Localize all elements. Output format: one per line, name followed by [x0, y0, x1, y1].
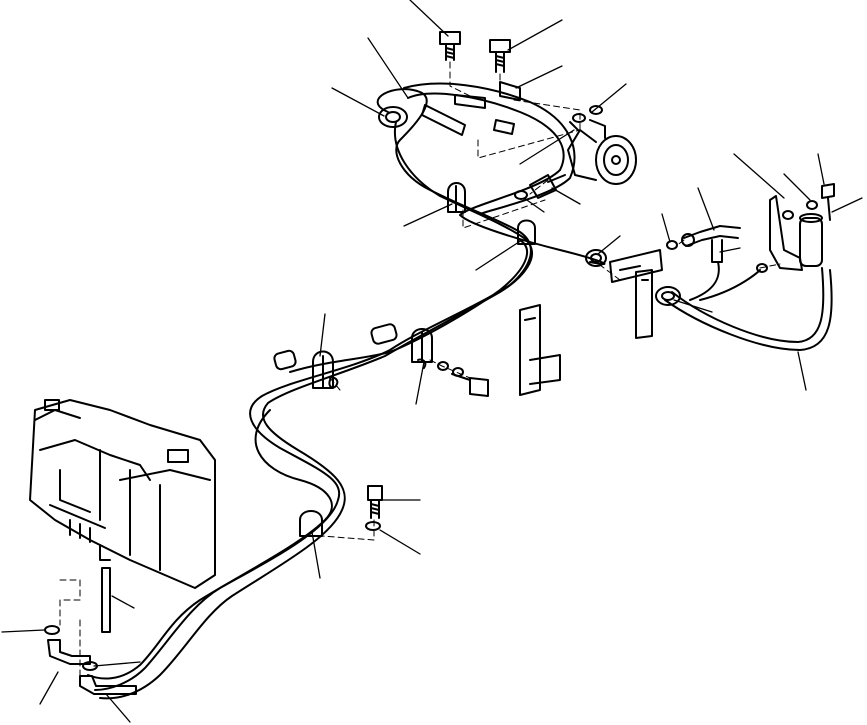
leader-line: [476, 240, 522, 270]
leader-line: [94, 662, 140, 666]
washer: [438, 362, 448, 370]
leader-line: [698, 188, 714, 230]
retaining-clip: [329, 359, 425, 387]
suction-hose: [95, 89, 531, 690]
clamp-1: [379, 107, 407, 127]
elbow-fitting-1: [48, 640, 90, 664]
elbow-fitting-2: [80, 676, 136, 694]
hvac-unit: [30, 400, 215, 588]
leader-line: [380, 530, 420, 554]
leader-line: [520, 130, 574, 164]
clamp-3: [518, 221, 535, 245]
leader-line: [720, 248, 740, 252]
main-hose-bundle: [88, 84, 832, 699]
liquid-line-edge: [290, 240, 527, 372]
leader-line: [784, 174, 810, 200]
lower-fittings: [48, 568, 136, 694]
bolts: [368, 32, 565, 518]
fitting-pipe: [102, 568, 110, 632]
bracket-top: [494, 82, 520, 134]
leader-line: [818, 154, 824, 184]
leader-line: [112, 596, 134, 608]
leader-line: [332, 88, 384, 116]
leader-line: [798, 352, 806, 390]
leader-line: [368, 38, 408, 98]
washer: [515, 191, 527, 199]
leader-line: [592, 84, 626, 112]
o-ring: [783, 211, 793, 219]
clamp-5: [313, 352, 333, 389]
washer: [590, 106, 602, 114]
clamp-6: [412, 329, 432, 362]
assembly-phantom-lines: [60, 62, 780, 676]
clamp-4: [586, 250, 606, 266]
leader-line: [552, 188, 580, 204]
leader-line: [524, 198, 544, 212]
bolt-lower: [368, 486, 382, 518]
clamp-2: [448, 183, 465, 212]
hose-clamps: [300, 107, 680, 536]
washers: [45, 106, 817, 670]
brackets: [494, 82, 662, 395]
leader-line: [674, 300, 712, 312]
bracket-mid: [610, 250, 662, 282]
bolt-mid-2: [452, 374, 488, 396]
leader-line: [416, 362, 424, 404]
receiver-line-edge: [672, 268, 823, 342]
clamp-8: [656, 287, 680, 305]
leader-line: [598, 236, 620, 254]
receiver-drier: [770, 184, 834, 270]
leader-line: [410, 0, 448, 36]
washer: [453, 368, 463, 376]
bracket-right-frame: [636, 270, 652, 338]
o-ring: [45, 626, 59, 634]
leader-line: [832, 198, 862, 212]
leader-line: [516, 66, 562, 88]
liquid-line: [88, 410, 332, 679]
leader-line: [106, 694, 130, 722]
leader-line: [2, 630, 44, 632]
leader-line: [320, 314, 325, 356]
receiver-bracket: [770, 196, 802, 270]
suction-hose-inner-edge: [100, 122, 532, 698]
receiver-fitting: [822, 184, 834, 198]
leader-line: [508, 20, 562, 50]
discharge-hose-edge: [404, 84, 574, 214]
discharge-hose: [408, 94, 604, 264]
leader-line: [734, 154, 784, 198]
pressure-switch-pipe: [682, 226, 760, 300]
leader-line: [312, 532, 320, 578]
o-ring: [807, 201, 817, 209]
bolt-top-1: [440, 32, 460, 60]
clamp-7: [300, 511, 322, 536]
leader-line: [662, 214, 670, 242]
bracket-support: [520, 305, 560, 395]
receiver-line: [665, 270, 832, 350]
washer: [366, 522, 380, 530]
washer: [573, 114, 585, 122]
hose-sleeves: [273, 95, 485, 370]
leader-line: [404, 204, 452, 226]
o-ring: [757, 264, 767, 272]
o-ring: [667, 241, 677, 249]
compressor: [568, 120, 636, 184]
leader-line: [40, 672, 58, 704]
bolt-top-2: [490, 40, 510, 72]
